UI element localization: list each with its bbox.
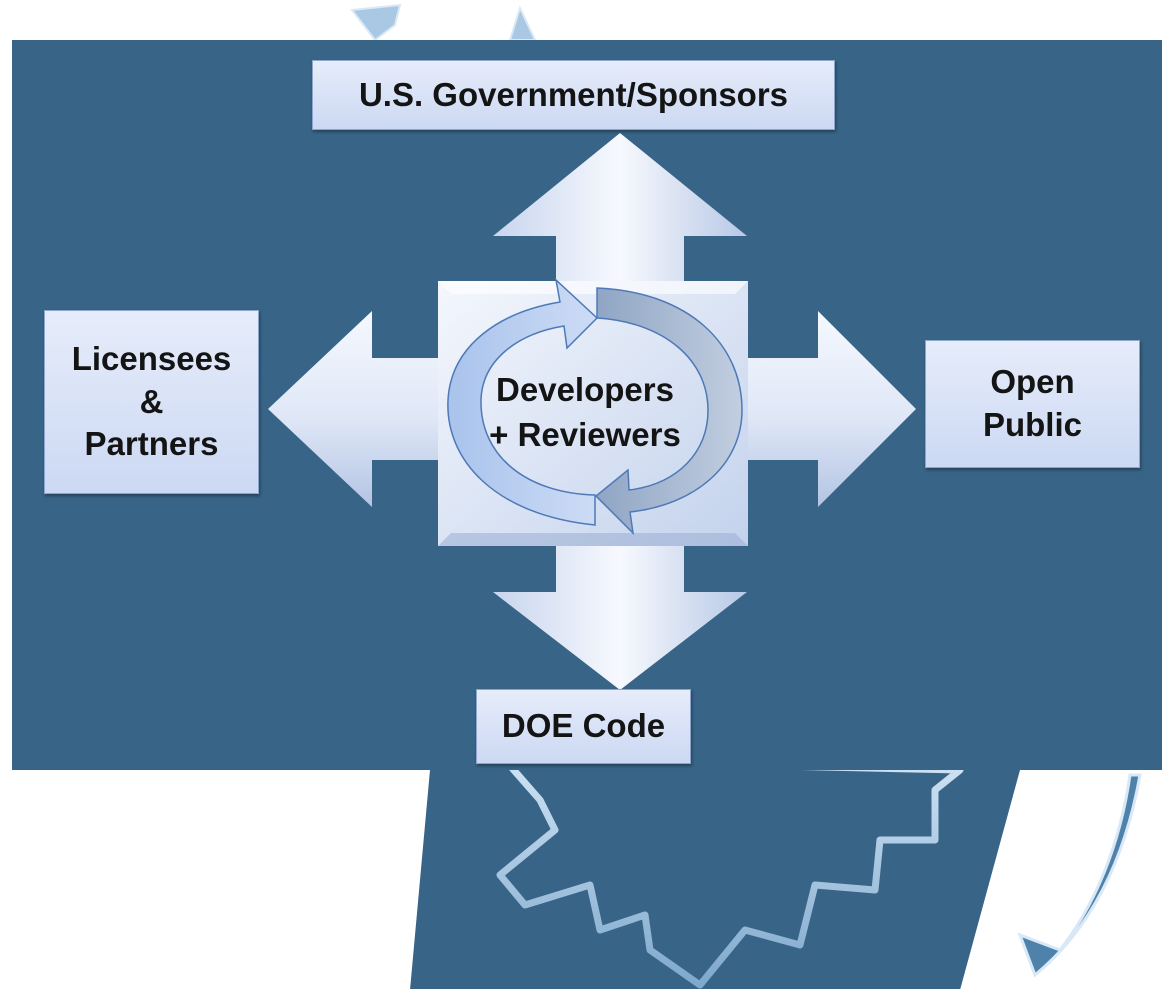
four-way-arrow-icon bbox=[268, 133, 916, 690]
licensees-label: Licensees bbox=[71, 339, 232, 377]
doe-code-box: DOE Code bbox=[476, 689, 691, 764]
developers-label: Developers bbox=[496, 371, 674, 408]
partners-label: Partners bbox=[84, 425, 219, 463]
ampersand-label: & bbox=[139, 382, 164, 420]
us-government-sponsors-label: U.S. Government/Sponsors bbox=[358, 75, 789, 113]
us-government-sponsors-box: U.S. Government/Sponsors bbox=[312, 60, 835, 130]
reviewers-label: + Reviewers bbox=[489, 415, 681, 453]
licensees-partners-box: Licensees & Partners bbox=[44, 310, 259, 494]
gear-top-arrow-left bbox=[350, 3, 402, 42]
developers-reviewers-label: Developers + Reviewers bbox=[460, 368, 710, 457]
cycle-arrows-icon bbox=[447, 277, 743, 536]
public-label: Public bbox=[982, 406, 1083, 443]
open-public-box: Open Public bbox=[925, 340, 1140, 468]
open-label: Open bbox=[990, 363, 1075, 401]
gear-top-arrow-right bbox=[508, 5, 537, 41]
doe-code-label: DOE Code bbox=[501, 707, 666, 745]
gear-icon bbox=[410, 756, 1142, 989]
